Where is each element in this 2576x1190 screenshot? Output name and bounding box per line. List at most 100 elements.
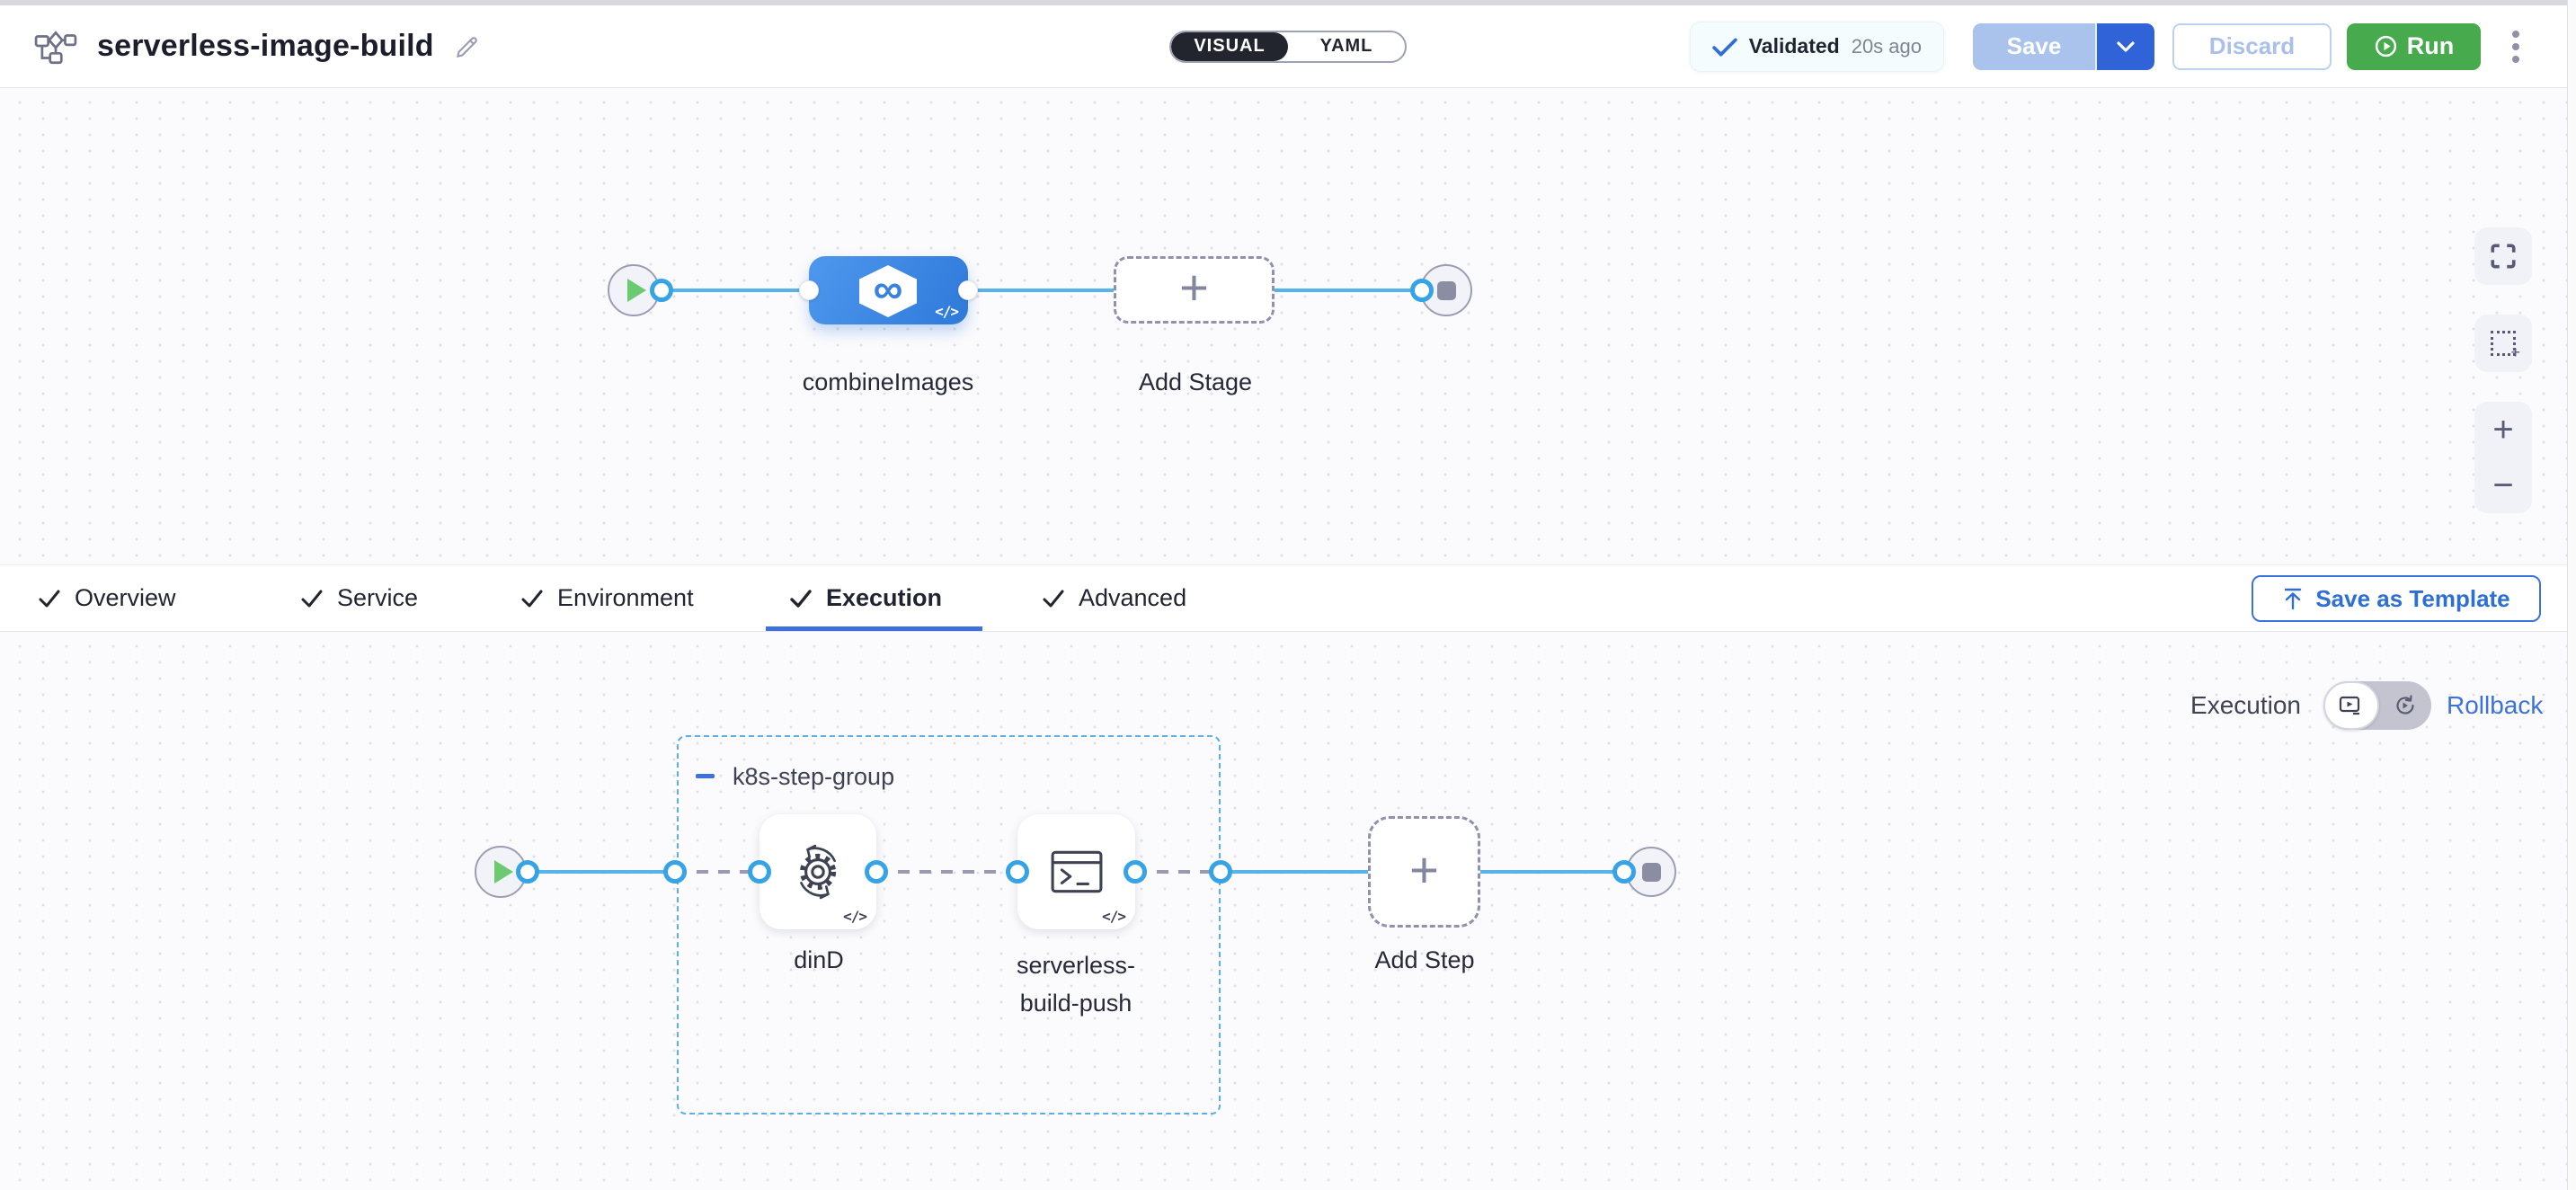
zoom-out-button[interactable]: − [2492,466,2514,505]
header-actions: Validated 20s ago Save Discard Run [1689,5,2526,87]
connector-line [662,289,809,292]
marquee-select-button[interactable]: + [2474,315,2532,372]
vertical-scrollbar[interactable] [2567,0,2576,1190]
dind-step-icon [799,844,837,900]
end-icon [1641,862,1661,882]
connector-line-dashed [675,870,759,874]
code-icon: </> [843,908,867,925]
add-step-label: Add Step [1374,946,1475,973]
more-options-icon [2512,30,2519,38]
toggle-yaml[interactable]: YAML [1319,36,1373,56]
save-caret-icon [2117,40,2135,52]
rollback-link[interactable]: Rollback [2447,691,2544,719]
start-icon [626,279,646,302]
edit-icon[interactable] [454,33,481,60]
more-options-button[interactable] [2506,30,2526,63]
code-icon: </> [1102,908,1126,925]
tab-environment[interactable]: Environment [521,565,694,631]
step-label-dind: dinD [794,946,844,973]
step-node-serverless-build-push[interactable]: </> [1006,814,1147,929]
title-group: serverless-image-build [34,5,481,87]
tab-check-icon [790,589,812,608]
rollback-view-button[interactable] [2379,681,2431,730]
add-step-button[interactable]: + [1368,816,1480,928]
collapse-icon[interactable] [696,774,715,778]
step-label-line1: serverless- [1016,952,1136,979]
validated-time: 20s ago [1851,34,1922,58]
step-label-line2: build-push [1019,990,1133,1017]
rollback-view-icon [2396,695,2414,715]
execution-rollback-toggle [2323,681,2431,730]
tab-service[interactable]: Service [301,565,418,631]
toggle-visual[interactable]: VISUAL [1171,31,1288,61]
serverless-step-icon [1051,850,1102,893]
tab-label: Overview [75,584,176,611]
tab-check-icon [521,590,543,607]
save-options-button[interactable] [2095,22,2154,70]
tab-advanced[interactable]: Advanced [1043,565,1186,631]
save-template-icon [2285,588,2302,610]
connector-point[interactable] [1612,860,1636,884]
add-stage-button[interactable]: + [1114,256,1275,324]
page-title: serverless-image-build [97,29,434,63]
connector-point[interactable] [1124,860,1147,884]
tab-execution[interactable]: Execution [790,565,942,631]
run-button[interactable]: Run [2347,22,2481,70]
run-label: Run [2406,32,2455,59]
tab-overview[interactable]: Overview [39,565,176,631]
save-as-template-label: Save as Template [2315,584,2510,612]
stage-label: combineImages [802,369,974,395]
validated-badge[interactable]: Validated 20s ago [1689,21,1944,72]
execution-view-label: Execution [2190,691,2301,719]
stage-canvas[interactable]: ∞ </> combineImages + Add Stage + + − [0,88,2567,564]
connector-point[interactable] [516,860,539,884]
plus-icon: + [1179,259,1209,315]
step-label-serverless: serverless- build-push [941,946,1211,1022]
execution-view-icon [2339,696,2360,715]
connector-point[interactable] [958,280,978,300]
zoom-controls: + − [2474,402,2532,513]
save-button[interactable]: Save [1973,22,2095,70]
header: serverless-image-build VISUAL YAML Valid… [0,5,2576,88]
connector-point[interactable] [1410,279,1434,302]
plus-icon: + [1409,840,1439,898]
connector-point[interactable] [1209,860,1232,884]
pipeline-icon [34,30,77,64]
execution-canvas[interactable]: Execution Rollback k8s-step-group [0,632,2567,1190]
tab-check-icon [39,590,60,607]
connector-point[interactable] [1006,860,1029,884]
connector-line [1221,870,1368,874]
visual-yaml-toggle: VISUAL YAML [1169,30,1407,63]
connector-line [1275,289,1422,292]
tab-label: Advanced [1079,584,1187,611]
connector-point[interactable] [663,860,687,884]
pipeline-end-node [1420,264,1472,316]
connector-point[interactable] [799,280,819,300]
tab-check-icon [301,590,323,607]
stage-icon: ∞ [859,265,917,317]
tab-label: Execution [826,584,943,611]
connector-line-dashed [1135,870,1221,874]
connector-line [1480,870,1624,874]
connector-point[interactable] [865,860,888,884]
step-node-dind[interactable]: </> [748,814,888,929]
step-group-k8s[interactable] [677,735,1221,1115]
tab-label: Service [337,584,419,611]
connector-line-dashed [876,870,1017,874]
add-stage-label: Add Stage [1138,369,1253,395]
active-tab-underline [766,626,982,631]
connector-point[interactable] [650,279,673,302]
connector-point[interactable] [748,860,771,884]
zoom-in-button[interactable]: + [2492,410,2514,449]
fullscreen-button[interactable] [2474,227,2532,285]
code-icon: </> [935,303,959,320]
stage-node-combineimages[interactable]: ∞ </> [799,256,978,324]
marquee-select-icon: + [2491,331,2520,361]
execution-view-button[interactable] [2323,681,2379,730]
connector-line [968,289,1114,292]
discard-button[interactable]: Discard [2172,22,2332,70]
connector-line [528,870,675,874]
end-icon [1436,280,1456,300]
save-as-template-button[interactable]: Save as Template [2252,575,2541,622]
step-group-name: k8s-step-group [733,763,895,790]
